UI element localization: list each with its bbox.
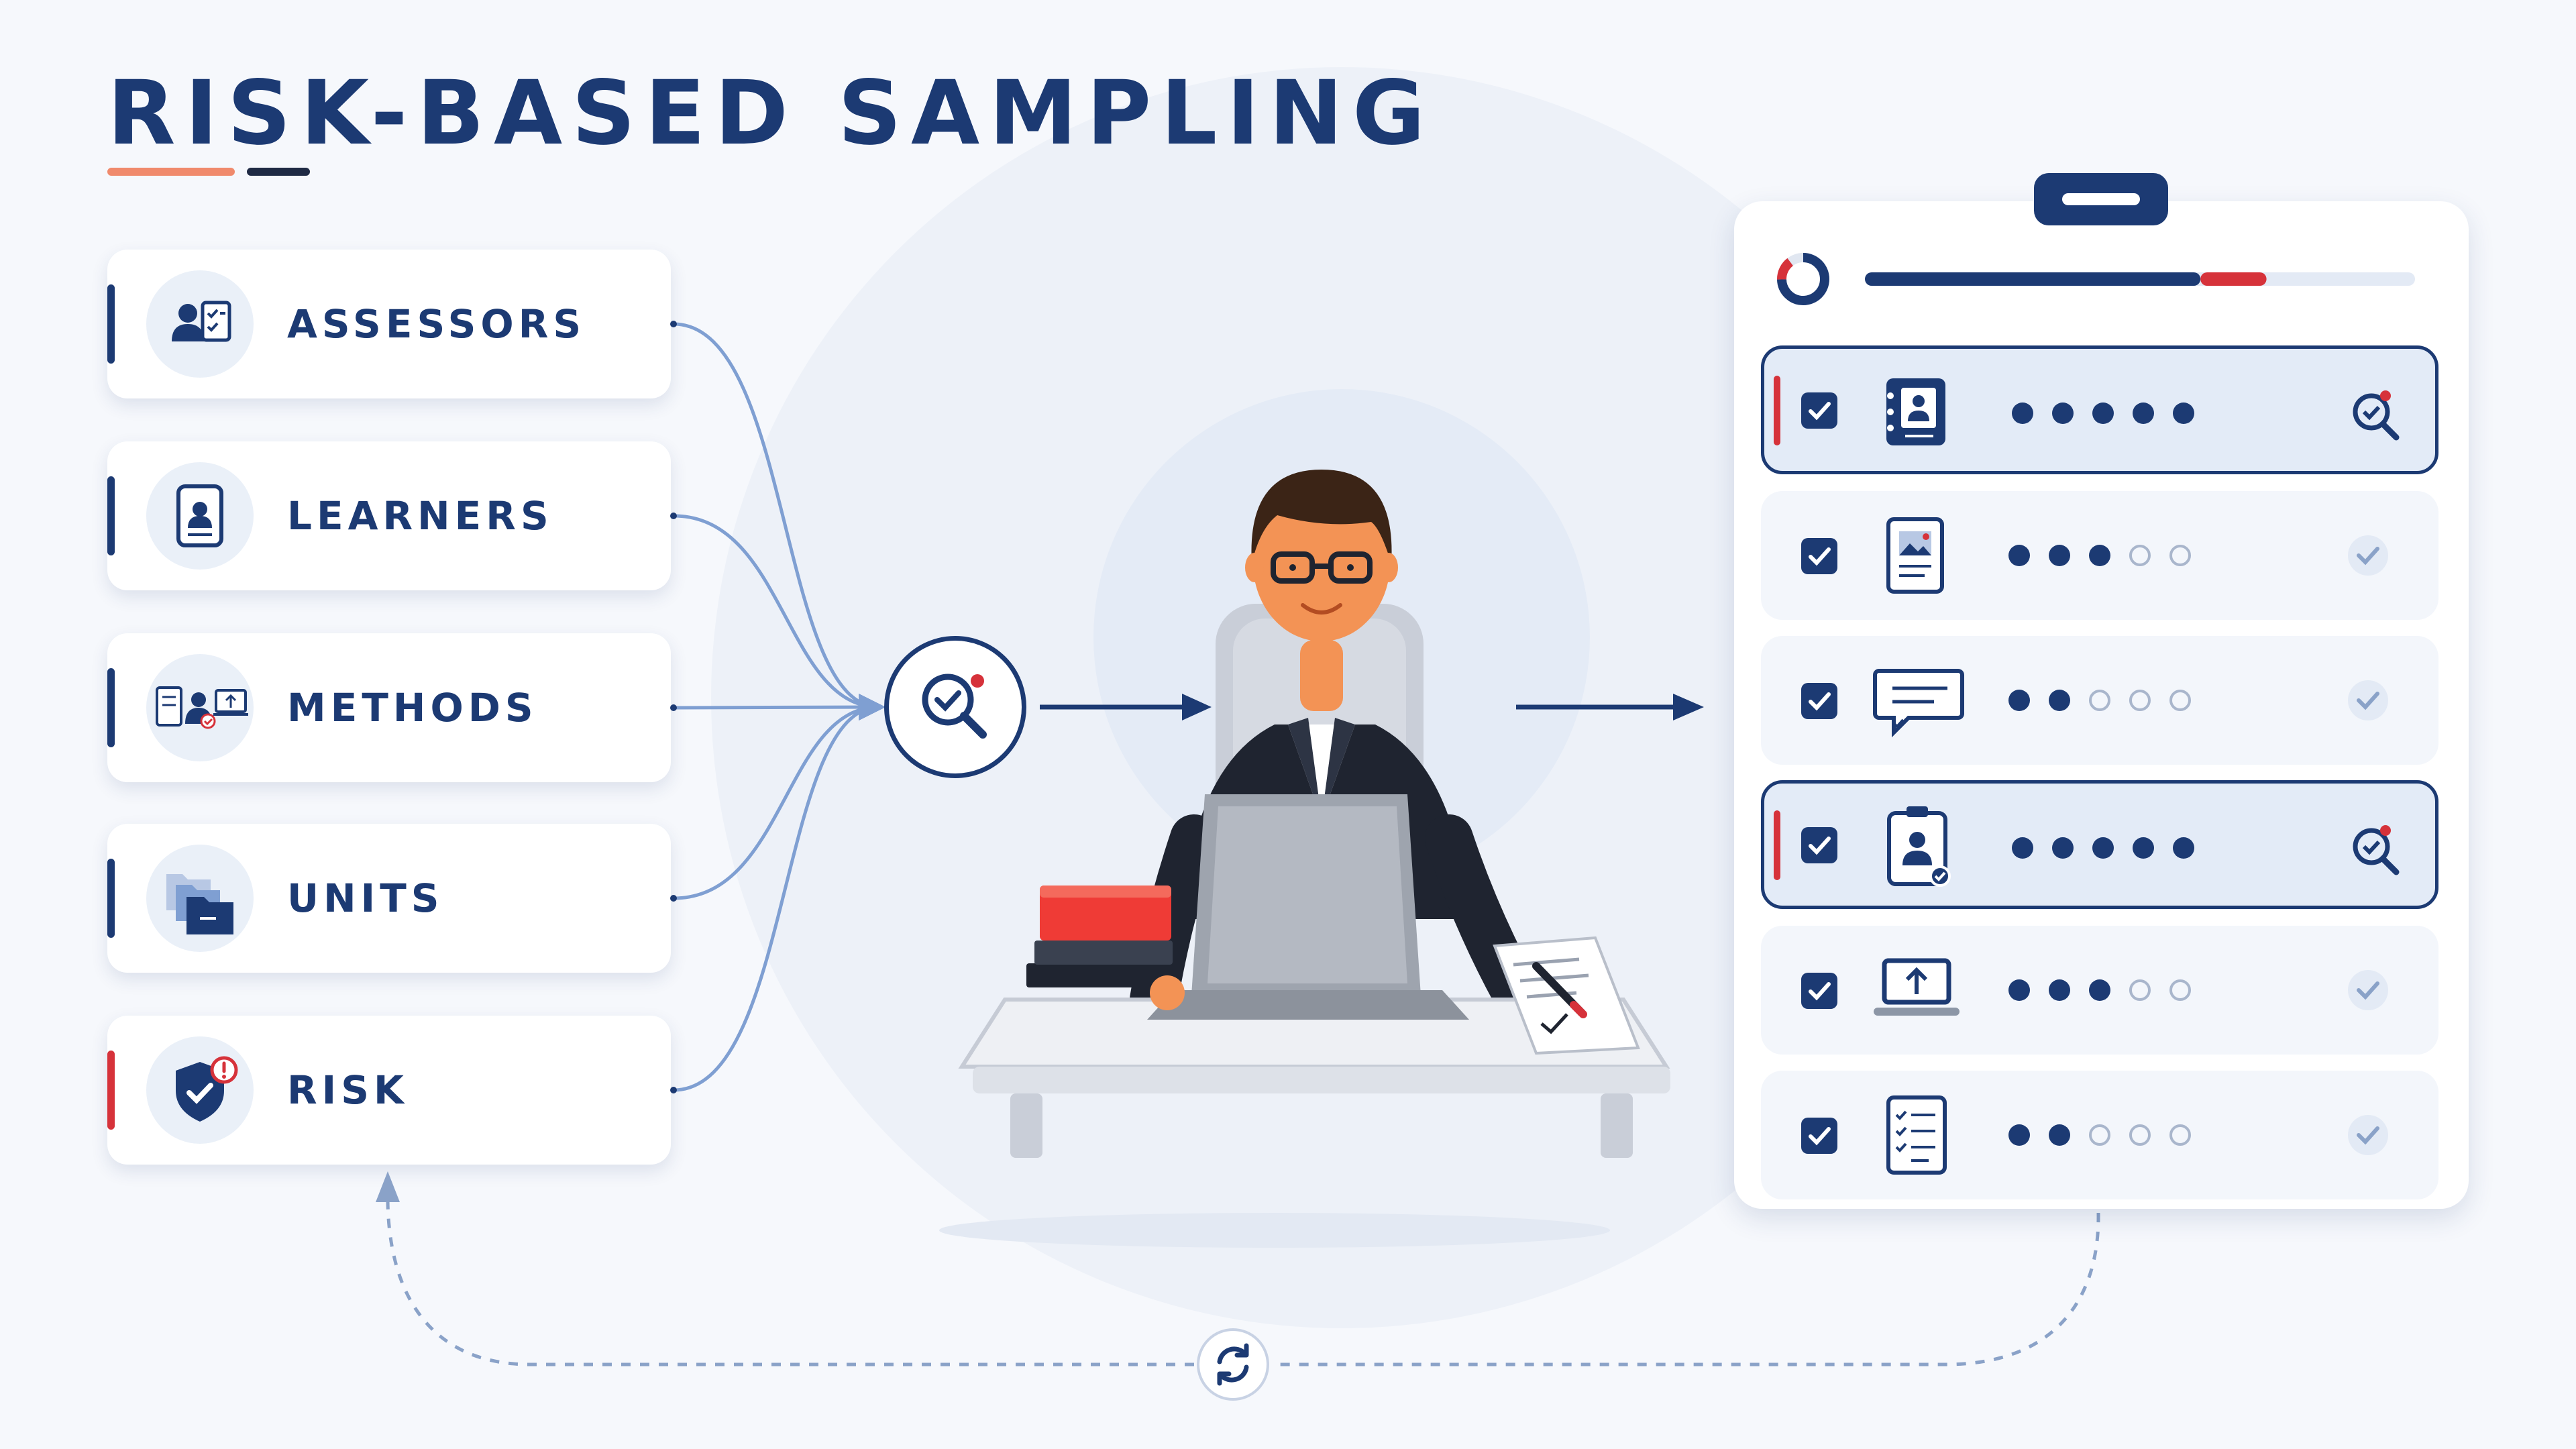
connector-methods (673, 694, 885, 721)
book-stack-bottom (1026, 963, 1173, 987)
magnifier-check-icon (922, 674, 987, 739)
feedback-loop-path (386, 1200, 2100, 1366)
connector-learners (673, 514, 885, 720)
risk-level-dots (2012, 402, 2194, 424)
magnifier-alert-icon (2353, 825, 2400, 875)
sample-row[interactable] (1761, 926, 2438, 1055)
hair (1251, 470, 1392, 564)
learner-id-icon (146, 462, 254, 570)
row-checkbox[interactable] (1801, 827, 1837, 863)
progress-risk-fill (2200, 272, 2267, 286)
id-badge-check-icon (1887, 806, 1951, 887)
risk-level-dots (2012, 837, 2194, 859)
category-card-assessors: ASSESSORS (107, 250, 671, 398)
refresh-icon (1217, 1343, 1249, 1386)
risk-flag-bar (1774, 810, 1780, 880)
connector-units (673, 694, 885, 900)
check-badge-icon (2348, 535, 2388, 576)
risk-level-dots (2008, 690, 2191, 711)
panel-clip (2034, 173, 2168, 225)
risk-flag-bar (1774, 376, 1780, 445)
donut-progress-icon (1777, 253, 1829, 305)
feedback-loop-node[interactable] (1197, 1328, 1269, 1401)
laptop-base (1147, 990, 1469, 1020)
sample-row[interactable] (1761, 636, 2438, 765)
shield-alert-icon (146, 1036, 254, 1144)
category-label: RISK (287, 1067, 409, 1113)
assessor-at-desk-illustration (958, 470, 1670, 1158)
chat-bubble-icon (1873, 669, 1964, 738)
card-accent-bar (107, 859, 115, 938)
sample-row[interactable] (1761, 1071, 2438, 1199)
card-accent-bar (107, 476, 115, 555)
check-badge-icon (2348, 1115, 2388, 1155)
row-checkbox[interactable] (1801, 392, 1837, 429)
feedback-loop-arrowhead (376, 1171, 400, 1202)
arrow-to-assessor-head (1182, 694, 1212, 720)
assessor-icon (146, 270, 254, 378)
check-badge-icon (2348, 970, 2388, 1010)
magnifier-alert-icon (2353, 390, 2400, 441)
page-title: RISK-BASED SAMPLING (107, 62, 1435, 165)
risk-level-dots (2008, 545, 2191, 566)
category-card-risk: RISK (107, 1016, 671, 1165)
desk-leg-left (1010, 1093, 1042, 1158)
connector-assessors (673, 322, 885, 720)
desk-shadow (939, 1213, 1610, 1248)
neck (1300, 640, 1343, 711)
category-label: ASSESSORS (287, 301, 586, 347)
category-label: UNITS (287, 875, 444, 921)
row-checkbox[interactable] (1801, 683, 1837, 719)
row-checkbox[interactable] (1801, 1118, 1837, 1154)
risk-level-dots (2008, 1124, 2191, 1146)
category-card-units: UNITS (107, 824, 671, 973)
card-accent-bar (107, 668, 115, 747)
checklist-icon (1886, 1095, 1947, 1175)
learner-profile-icon (1886, 378, 1945, 445)
risk-level-dots (2008, 979, 2191, 1001)
category-label: LEARNERS (287, 493, 553, 539)
book-stack-middle (1034, 941, 1173, 965)
image-document-icon (1886, 517, 1944, 594)
category-label: METHODS (287, 685, 538, 731)
folders-icon (146, 845, 254, 952)
category-card-methods: METHODS (107, 633, 671, 782)
book-stack-top (1040, 885, 1171, 941)
card-accent-bar (107, 284, 115, 364)
connector-risk (673, 694, 885, 1092)
sample-row[interactable] (1761, 345, 2438, 474)
card-accent-bar (107, 1051, 115, 1130)
progress-fill (1865, 272, 2201, 286)
check-badge-icon (2348, 680, 2388, 720)
desk-leg-right (1601, 1093, 1633, 1158)
panel-header (1777, 253, 2415, 305)
glasses (1271, 551, 1373, 584)
category-card-learners: LEARNERS (107, 441, 671, 590)
row-checkbox[interactable] (1801, 973, 1837, 1009)
smile (1301, 603, 1342, 614)
left-hand (1150, 975, 1185, 1010)
title-underline-accent (107, 168, 235, 176)
sampling-lens-node (884, 636, 1026, 778)
arrow-to-sample-list-head (1673, 694, 1704, 720)
methods-icon (146, 654, 254, 761)
row-checkbox[interactable] (1801, 538, 1837, 574)
title-underline-dark (247, 168, 310, 176)
sample-row[interactable] (1761, 780, 2438, 909)
laptop-upload-icon (1874, 958, 1960, 1016)
sample-row[interactable] (1761, 491, 2438, 620)
